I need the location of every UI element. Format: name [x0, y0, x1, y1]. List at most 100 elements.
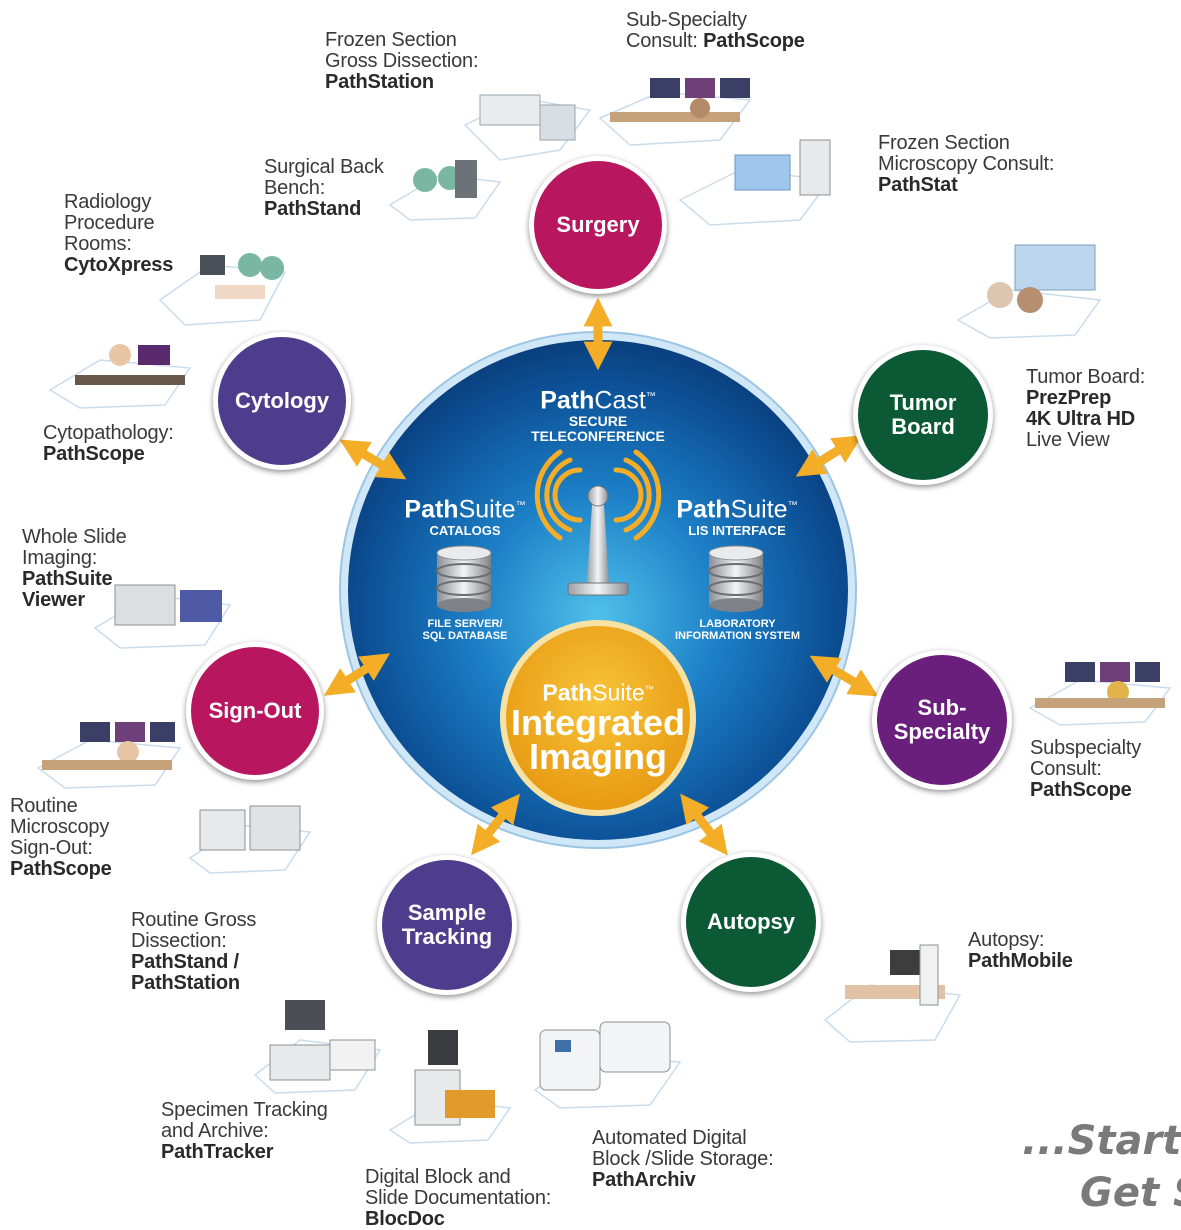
label-autopsy-product: PathMobile [968, 950, 1073, 972]
arrow-sub-specialty [809, 655, 879, 697]
label-routine-micro-line2: Microscopy [10, 816, 110, 838]
lis-sub: LIS INTERFACE [688, 523, 786, 539]
label-routine-micro-line3: Sign-Out: [10, 837, 93, 859]
label-frozen-gross-line2: Gross Dissection: [325, 50, 479, 72]
label-cytopath-line1: Cytopathology: [43, 422, 174, 444]
label-whole-slide-line1: Whole Slide [22, 526, 127, 548]
label-radiology-line1: Radiology [64, 191, 152, 213]
label-digital-block: Digital Block and Slide Documentation: B… [365, 1167, 551, 1230]
label-autopsy-line1: Autopsy: [968, 929, 1045, 951]
label-tumor-board-after: Live View [1026, 429, 1110, 451]
arrow-sample-tracking [471, 793, 520, 856]
label-radiology-product: CytoXpress [64, 254, 174, 276]
arrow-tumor-board [795, 435, 863, 477]
lis-title: PathSuite™ [676, 495, 798, 524]
label-routine-gross-line2: Dissection: [131, 930, 227, 952]
pathcast-title: PathCast™ [540, 386, 656, 415]
node-sub-specialty-line2: Specialty [893, 719, 991, 744]
label-routine-micro-line1: Routine [10, 795, 78, 817]
label-specimen-product: PathTracker [161, 1141, 274, 1163]
catalogs-block: PathSuite™ CATALOGS [390, 492, 540, 538]
pathcast-line2: TELECONFERENCE [531, 428, 665, 445]
label-routine-gross-product1: PathStand / [131, 951, 239, 973]
label-whole-slide-product2: Viewer [22, 589, 85, 611]
node-sub-specialty-line1: Sub- [917, 695, 967, 720]
database-icon-lis [708, 545, 764, 612]
core-circle [506, 626, 690, 810]
lis-block: PathSuite™ LIS INTERFACE [658, 492, 816, 538]
label-surgical-back: Surgical Back Bench: PathStand [264, 157, 384, 220]
label-routine-gross-product2: PathStation [131, 972, 240, 994]
label-radiology-line3: Rooms: [64, 233, 132, 255]
label-radiology: Radiology Procedure Rooms: CytoXpress [64, 192, 173, 276]
label-digital-block-product: BlocDoc [365, 1208, 445, 1230]
node-sub-specialty: Sub-Specialty [872, 650, 1012, 790]
device-sketches [42, 78, 1165, 1126]
label-subspecialty-right-product: PathScope [1030, 779, 1132, 801]
label-subspecialty-right-line1: Subspecialty [1030, 737, 1141, 759]
core-block: PathSuite™ Integrated Imaging [506, 676, 690, 777]
label-frozen-micro-line2: Microscopy Consult: [878, 153, 1055, 175]
label-subspecialty-top-line1: Sub-Specialty [626, 9, 747, 31]
node-sample-tracking-line1: Sample [407, 900, 487, 925]
label-frozen-micro-line1: Frozen Section [878, 132, 1010, 154]
wifi-tower-icon [534, 449, 662, 596]
arrow-sign-out [323, 653, 391, 696]
label-tumor-board-line1: Tumor Board: [1026, 366, 1146, 388]
label-cytopath-product: PathScope [43, 443, 145, 465]
node-autopsy: Autopsy [681, 852, 821, 992]
database-icon-catalogs [436, 545, 492, 612]
catalogs-sub: CATALOGS [429, 523, 501, 539]
core-line2: Imaging [528, 735, 667, 777]
label-routine-micro: Routine Microscopy Sign-Out: PathScope [10, 796, 112, 880]
label-tumor-board-product1: PrezPrep [1026, 387, 1112, 409]
label-automated-line2: Block /Slide Storage: [592, 1148, 774, 1170]
arrow-cytology [339, 439, 407, 480]
label-surgical-back-product: PathStand [264, 198, 362, 220]
label-tumor-board-product2: 4K Ultra HD [1026, 408, 1135, 430]
pathcast-line1: SECURE [568, 413, 628, 430]
node-surgery-label: Surgery [556, 212, 640, 237]
label-frozen-micro: Frozen Section Microscopy Consult: PathS… [878, 133, 1054, 196]
node-tumor-board-line1: Tumor [889, 390, 957, 415]
label-frozen-gross: Frozen Section Gross Dissection: PathSta… [325, 29, 479, 93]
lis-db-line2: INFORMATION SYSTEM [674, 630, 801, 642]
tagline-line1: ...Start S [1022, 1118, 1181, 1164]
label-autopsy: Autopsy: PathMobile [968, 930, 1073, 972]
label-surgical-back-line2: Bench: [264, 177, 326, 199]
label-tumor-board: Tumor Board: PrezPrep 4K Ultra HD Live V… [1026, 367, 1145, 451]
node-sample-tracking-line2: Tracking [401, 924, 493, 949]
label-frozen-gross-line1: Frozen Section [325, 29, 457, 51]
node-cytology: Cytology [213, 332, 351, 470]
catalogs-db-caption: FILE SERVER/ SQL DATABASE [400, 618, 530, 642]
node-cytology-label: Cytology [234, 388, 330, 413]
label-specimen-line1: Specimen Tracking [161, 1099, 328, 1121]
label-automated: Automated Digital Block /Slide Storage: … [592, 1128, 774, 1191]
connection-arrows [323, 297, 879, 856]
label-digital-block-line1: Digital Block and [365, 1166, 511, 1188]
catalogs-db-line2: SQL DATABASE [422, 630, 508, 642]
node-surgery: Surgery [529, 156, 667, 294]
core-line1: Integrated [510, 701, 686, 743]
label-digital-block-line2: Slide Documentation: [365, 1187, 552, 1209]
label-frozen-gross-product: PathStation [325, 71, 434, 93]
pathcast-block: PathCast™ SECURE TELECONFERENCE [498, 383, 698, 444]
label-automated-product: PathArchiv [592, 1169, 696, 1191]
label-cytopath: Cytopathology: PathScope [43, 423, 174, 465]
plate-frozen-micro [678, 169, 832, 226]
label-subspecialty-top-prefix: Consult: [626, 30, 704, 52]
lis-db-line1: LABORATORY [699, 618, 776, 630]
label-surgical-back-line1: Surgical Back [264, 156, 384, 178]
label-subspecialty-right: Subspecialty Consult: PathScope [1030, 738, 1141, 801]
label-routine-gross: Routine Gross Dissection: PathStand / Pa… [131, 910, 256, 994]
label-subspecialty-top: Sub-Specialty Consult: PathScope [626, 10, 805, 52]
label-specimen-line2: and Archive: [161, 1120, 269, 1142]
node-sign-out: Sign-Out [186, 642, 324, 780]
label-routine-gross-line1: Routine Gross [131, 909, 257, 931]
node-autopsy-label: Autopsy [707, 909, 795, 934]
catalogs-db-line1: FILE SERVER/ [427, 618, 503, 630]
label-specimen: Specimen Tracking and Archive: PathTrack… [161, 1100, 328, 1163]
